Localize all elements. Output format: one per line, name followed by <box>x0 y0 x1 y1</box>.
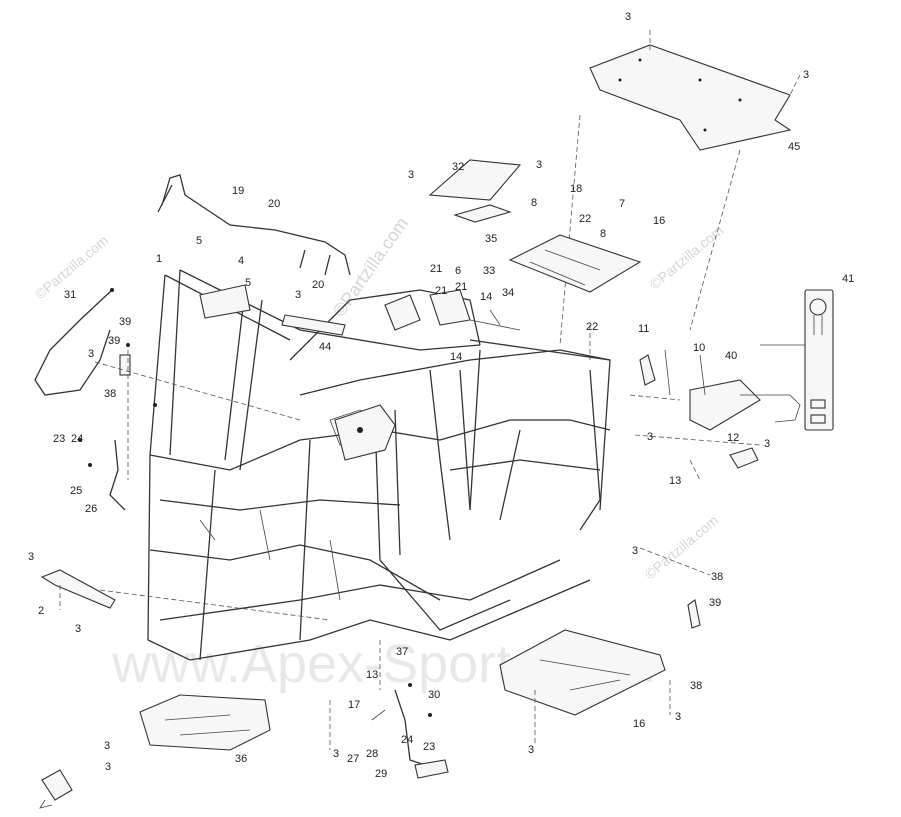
callout-label: 30 <box>428 689 440 701</box>
callout-label: 3 <box>333 748 339 760</box>
callout-label: 10 <box>693 342 705 354</box>
callout-label: 32 <box>452 161 464 173</box>
callout-label: 3 <box>803 69 809 81</box>
callout-label: 18 <box>570 183 582 195</box>
front-panel-plates <box>428 159 522 223</box>
corner-watermark-2: ©Partzilla.com <box>642 512 722 582</box>
right-side-parts <box>499 289 834 716</box>
callout-label: 23 <box>53 433 65 445</box>
callout-label: 14 <box>480 291 492 303</box>
callout-label: 39 <box>119 316 131 328</box>
callout-label: 38 <box>690 680 702 692</box>
bracket-44 <box>281 314 346 336</box>
callout-label: 34 <box>502 287 514 299</box>
corner-watermark-3: ©Partzilla.com <box>647 222 727 292</box>
callout-label: 3 <box>104 740 110 752</box>
callout-label: 3 <box>625 11 631 23</box>
callout-label: 3 <box>88 348 94 360</box>
callout-label: 3 <box>764 438 770 450</box>
callout-label: 12 <box>727 432 739 444</box>
callout-label: 3 <box>105 761 111 773</box>
callout-label: 8 <box>600 228 606 240</box>
callout-label: 35 <box>485 233 497 245</box>
callout-label: 24 <box>71 433 83 445</box>
callout-label: 2 <box>38 605 44 617</box>
callout-label: 3 <box>647 431 653 443</box>
left-side-parts <box>34 288 271 751</box>
callout-label: 21 <box>430 263 442 275</box>
callout-label: 1 <box>156 253 162 265</box>
callout-label: 20 <box>268 198 280 210</box>
callout-label: 37 <box>396 646 408 658</box>
callout-label: 39 <box>709 597 721 609</box>
callout-label: 5 <box>196 235 202 247</box>
callout-label: 44 <box>319 341 331 353</box>
callout-label: 3 <box>295 289 301 301</box>
rear-cross-bracket <box>508 234 642 293</box>
callout-label: 13 <box>366 669 378 681</box>
callout-label: 25 <box>70 485 82 497</box>
callout-label: 23 <box>423 741 435 753</box>
callout-label: 3 <box>408 169 414 181</box>
callout-label: 38 <box>104 388 116 400</box>
callout-label: 36 <box>235 753 247 765</box>
callout-label: 27 <box>347 753 359 765</box>
callout-labels: 1 2 3 3 3 3 3 3 3 3 3 3 3 3 3 3 3 3 4 5 … <box>28 11 854 780</box>
callout-label: 38 <box>711 571 723 583</box>
callout-label: 3 <box>632 545 638 557</box>
bracket-4 <box>199 284 251 319</box>
callout-label: 26 <box>85 503 97 515</box>
callout-label: 3 <box>675 711 681 723</box>
cargo-plate <box>589 44 792 151</box>
callout-label: 41 <box>842 273 854 285</box>
callout-label: 3 <box>536 159 542 171</box>
callout-label: 11 <box>638 323 649 335</box>
callout-label: 3 <box>75 623 81 635</box>
callout-label: 13 <box>669 475 681 487</box>
callout-label: 40 <box>725 350 737 362</box>
callout-label: 29 <box>375 768 387 780</box>
callout-label: 3 <box>28 551 34 563</box>
front-bumper-bar <box>157 174 351 276</box>
main-frame <box>147 269 611 661</box>
callout-label: 21 <box>455 281 467 293</box>
callout-label: 8 <box>531 197 537 209</box>
callout-label: 22 <box>579 213 591 225</box>
callout-label: 3 <box>528 744 534 756</box>
callout-label: 6 <box>455 265 461 277</box>
callout-label: 39 <box>108 335 120 347</box>
leader-lines <box>59 325 761 750</box>
callout-label: 16 <box>633 718 645 730</box>
pedal-assembly <box>371 683 449 779</box>
callout-label: 22 <box>586 321 598 333</box>
callout-label: 4 <box>238 255 244 267</box>
callout-label: 24 <box>401 734 413 746</box>
callout-label: 28 <box>366 748 378 760</box>
callout-label: 5 <box>245 277 251 289</box>
callout-label: 31 <box>64 289 76 301</box>
callout-label: 17 <box>348 699 360 711</box>
callout-label: 33 <box>483 265 495 277</box>
callout-label: 14 <box>450 351 462 363</box>
callout-label: 45 <box>788 141 800 153</box>
callout-label: 7 <box>619 198 625 210</box>
orientation-arrow-icon <box>39 769 73 809</box>
callout-label: 21 <box>435 285 447 297</box>
callout-label: 20 <box>312 279 324 291</box>
steering-support <box>384 289 521 331</box>
callout-label: 16 <box>653 215 665 227</box>
callout-label: 19 <box>232 185 244 197</box>
